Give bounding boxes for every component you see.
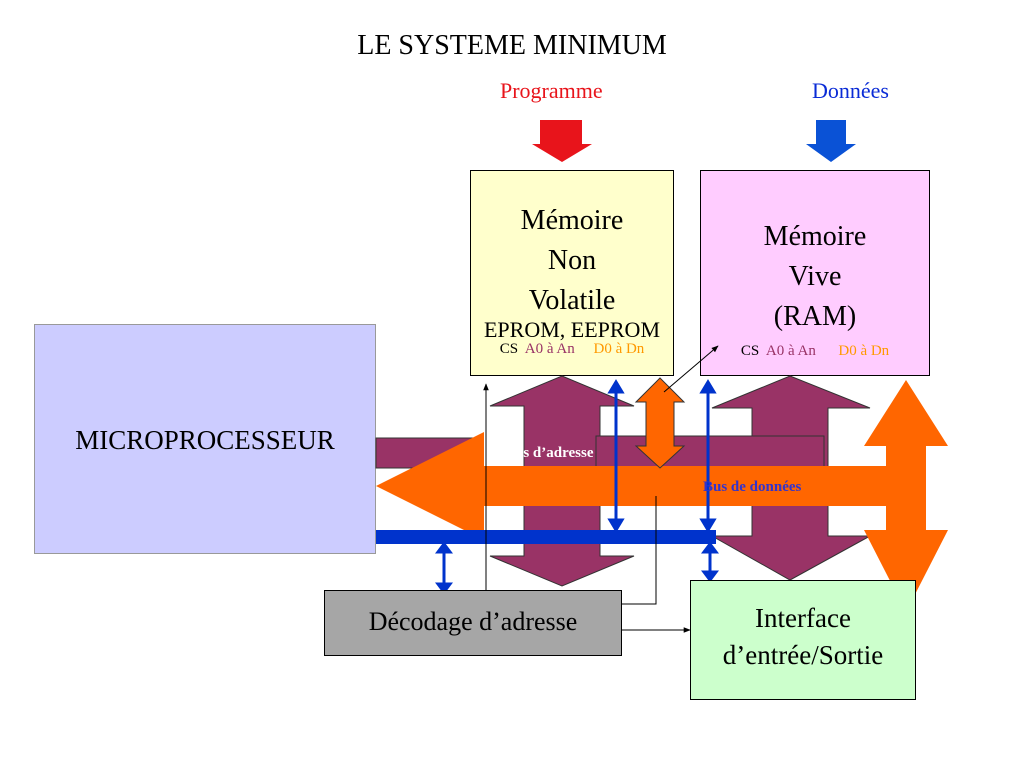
- rom-line3: Volatile: [528, 285, 616, 316]
- ram-box: Mémoire Vive (RAM) CS A0 à An D0 à Dn: [700, 170, 930, 376]
- rom-line1: Mémoire: [520, 205, 624, 236]
- ram-cs-pin: CS: [740, 343, 760, 359]
- donnees-label: Données: [812, 78, 889, 103]
- rom-pins: CS A0 à An D0 à Dn: [471, 341, 673, 358]
- microprocessor-label: MICROPROCESSEUR: [75, 425, 335, 455]
- address-bus-horizontal: [595, 435, 825, 469]
- io-interface-box: Interface d’entrée/Sortie: [690, 580, 916, 700]
- ram-line3: (RAM): [773, 301, 857, 332]
- rom-data-pins: D0 à Dn: [593, 341, 645, 357]
- page-title: LE SYSTEME MINIMUM: [357, 30, 667, 61]
- address-bus-label: Bus d’adresse: [505, 445, 594, 461]
- rom-line2: Non: [547, 245, 597, 276]
- data-bus-vertical-arrow: [864, 380, 948, 612]
- rom-data-arrow: [634, 377, 686, 469]
- address-decoder-label: Décodage d’adresse: [368, 607, 578, 636]
- programme-arrow: [532, 120, 592, 162]
- rom-cs-pin: CS: [499, 341, 519, 357]
- rom-address-pins: A0 à An: [524, 341, 575, 357]
- io-line1: Interface: [755, 603, 851, 633]
- data-bus-arrow: [376, 432, 888, 540]
- io-line2: d’entrée/Sortie: [722, 640, 884, 670]
- rom-box: Mémoire Non Volatile EPROM, EEPROM CS A0…: [470, 170, 674, 376]
- control-bus-horizontal: [376, 530, 716, 544]
- ram-line2: Vive: [788, 261, 842, 292]
- ram-line1: Mémoire: [763, 221, 867, 252]
- ram-address-pins: A0 à An: [765, 343, 816, 359]
- ram-data-pins: D0 à Dn: [838, 343, 890, 359]
- ram-pins: CS A0 à An D0 à Dn: [701, 343, 929, 360]
- data-bus-label: Bus de données: [703, 479, 802, 495]
- chip-select-lines: [483, 345, 719, 633]
- rom-type: EPROM, EEPROM: [483, 317, 661, 342]
- control-bus-taps: [435, 379, 719, 595]
- donnees-arrow: [806, 120, 856, 162]
- programme-label: Programme: [500, 78, 603, 103]
- address-decoder-box: Décodage d’adresse: [324, 590, 622, 656]
